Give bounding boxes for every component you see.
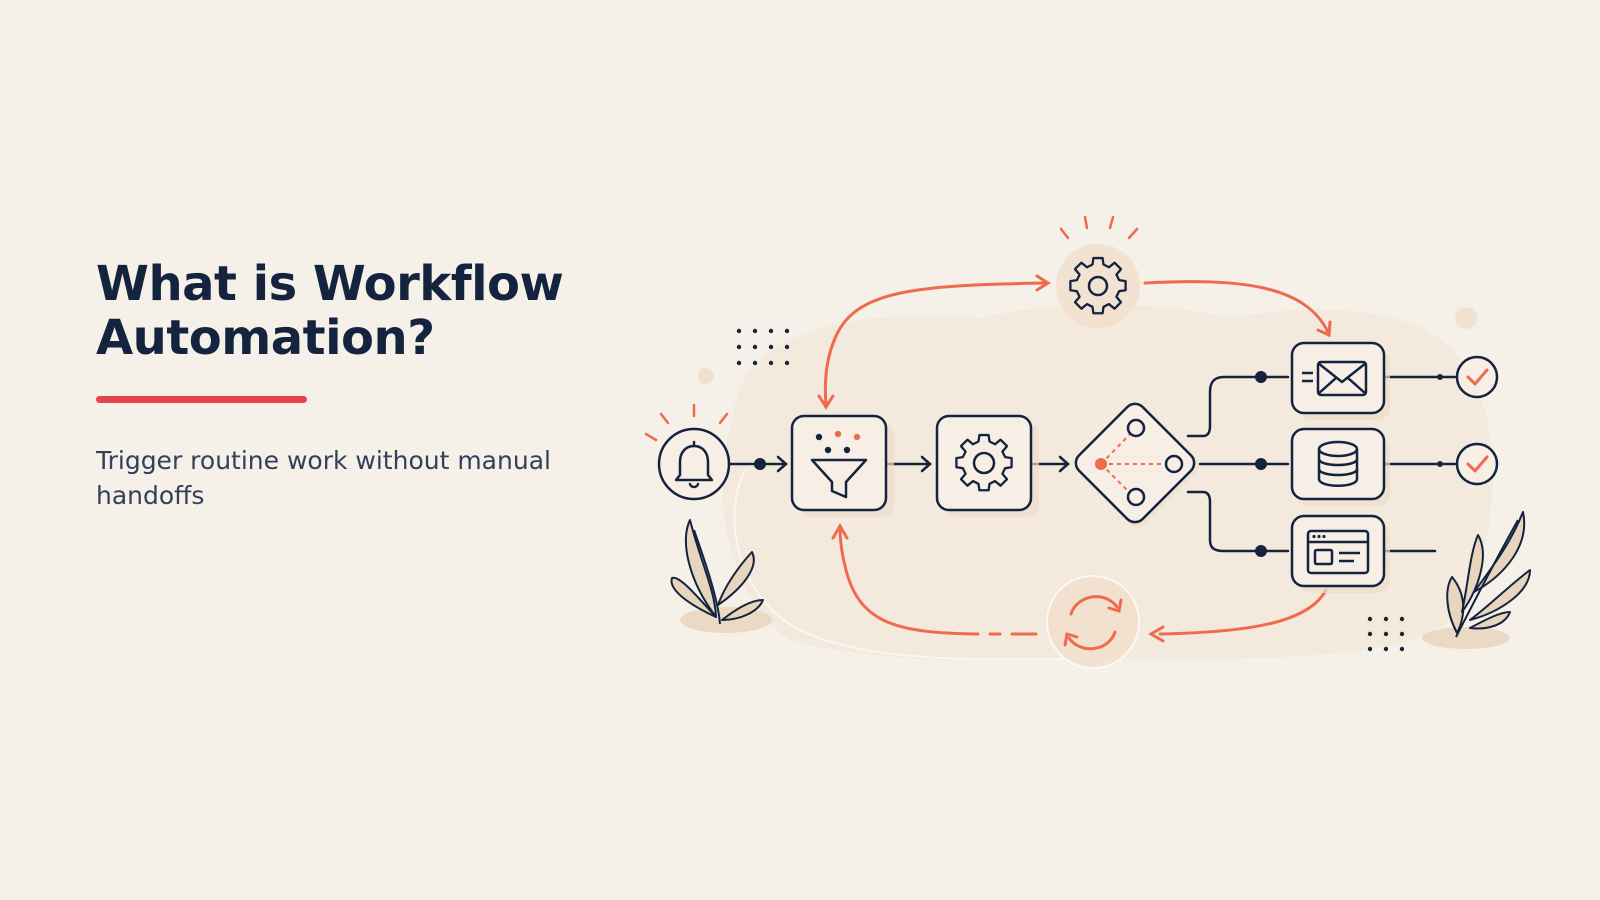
- gear-icon: [935, 414, 1039, 517]
- title-line-1: What is Workflow: [96, 256, 564, 312]
- database-icon: [1290, 427, 1390, 506]
- feedback-loop: [817, 274, 1332, 643]
- plant-icon: [1422, 511, 1531, 649]
- check-icon: [1455, 442, 1499, 486]
- bell-icon: [644, 403, 731, 501]
- title-underline: [96, 395, 307, 403]
- slide-title: What is Workflow Automation?: [96, 256, 616, 366]
- slide-subtitle: Trigger routine work without manual hand…: [96, 445, 551, 510]
- browser-window-icon: [1290, 514, 1390, 593]
- workflow-illustration: [644, 215, 1531, 669]
- refresh-icon: [1046, 575, 1140, 669]
- decision-diamond-icon: [1074, 402, 1199, 527]
- mail-icon: [1290, 341, 1390, 420]
- slide-text: What is Workflow Automation? Trigger rou…: [96, 256, 616, 513]
- top-gear-icon: [1056, 215, 1140, 328]
- check-icon: [1455, 355, 1499, 399]
- funnel-icon: [790, 414, 894, 517]
- plant-icon: [670, 519, 772, 633]
- title-line-2: Automation?: [96, 309, 435, 366]
- dot-grid-right: [1367, 616, 1405, 652]
- dot-grid-left: [736, 328, 790, 366]
